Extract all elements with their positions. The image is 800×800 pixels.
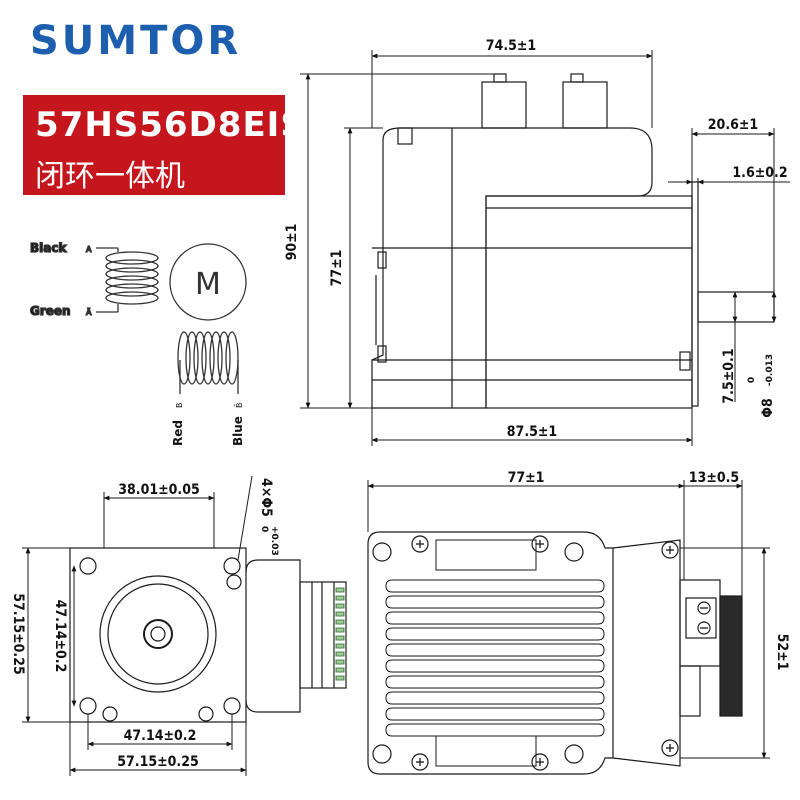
terminal-screw-icon <box>697 601 711 615</box>
front-view-pins <box>335 587 345 681</box>
wire-a-bar-tag: Ā <box>86 307 92 317</box>
motor-symbol-letter: M <box>195 267 221 302</box>
dim-hole-spacing-top: 38.01±0.05 <box>118 482 199 498</box>
wire-red-label: Red <box>171 420 185 446</box>
wire-blue-label: Blue <box>231 416 245 446</box>
dim-top-length: 74.5±1 <box>486 38 536 54</box>
dim-shaft-length: 20.6±1 <box>708 117 758 133</box>
dim-total-height: 90±1 <box>284 224 300 261</box>
dim-width: 52±1 <box>774 634 790 671</box>
model-subtitle: 闭环一体机 <box>35 159 185 194</box>
coil-a-icon <box>105 248 159 312</box>
dim-overall-length: 87.5±1 <box>507 424 557 440</box>
model-code: 57HS56D8EIS <box>35 105 306 145</box>
front-view-dimensions <box>22 475 253 776</box>
dim-hole-tol-upper: +0.03 <box>269 526 279 556</box>
wiring-diagram: Black A Green Ā <box>29 240 247 394</box>
motor-symbol-icon <box>169 243 247 321</box>
dim-flat-depth: 7.5±0.1 <box>721 348 737 403</box>
coil-b-icon <box>177 331 239 394</box>
side-view-drawing <box>371 73 775 409</box>
dim-shaft-diameter: Φ8 <box>760 398 776 417</box>
dim-flange-step: 1.6±0.2 <box>732 165 787 181</box>
dim-body-height: 77±1 <box>329 250 345 287</box>
model-label-box: 57HS56D8EIS 闭环一体机 <box>23 95 305 195</box>
dim-hole-spacing-bottom: 47.14±0.2 <box>124 728 197 744</box>
mount-hole-icon <box>372 542 392 562</box>
dim-body-length: 77±1 <box>508 470 545 486</box>
wire-a-tag: A <box>86 245 92 254</box>
front-view-drawing <box>69 547 347 723</box>
top-view-drawing <box>367 531 743 775</box>
dim-shaft-tolerance: -0.013 <box>765 354 775 386</box>
dim-side-height-outer: 57.15±0.25 <box>10 593 26 674</box>
heatsink-fins <box>385 539 605 767</box>
dim-side-height-inner: 47.14±0.2 <box>52 600 68 673</box>
flange-boss <box>99 575 217 693</box>
wire-black-label: Black <box>30 241 67 255</box>
wire-b-tag: B <box>175 403 184 409</box>
top-view-dimensions <box>367 480 770 759</box>
dim-connector-length: 13±0.5 <box>689 470 739 486</box>
screw-icon <box>411 535 429 553</box>
brand-logo: SUMTOR <box>30 18 242 64</box>
dim-shaft-nominal: 0 <box>747 377 757 383</box>
dim-hole-tol-lower: 0 <box>259 526 269 532</box>
dim-width-bottom: 57.15±0.25 <box>117 754 198 770</box>
wire-b-bar-tag: B̄ <box>234 403 244 409</box>
wire-green-label: Green <box>30 304 71 318</box>
side-view-dimensions <box>300 50 790 446</box>
dim-hole-note: 4×Φ5 <box>258 478 274 517</box>
